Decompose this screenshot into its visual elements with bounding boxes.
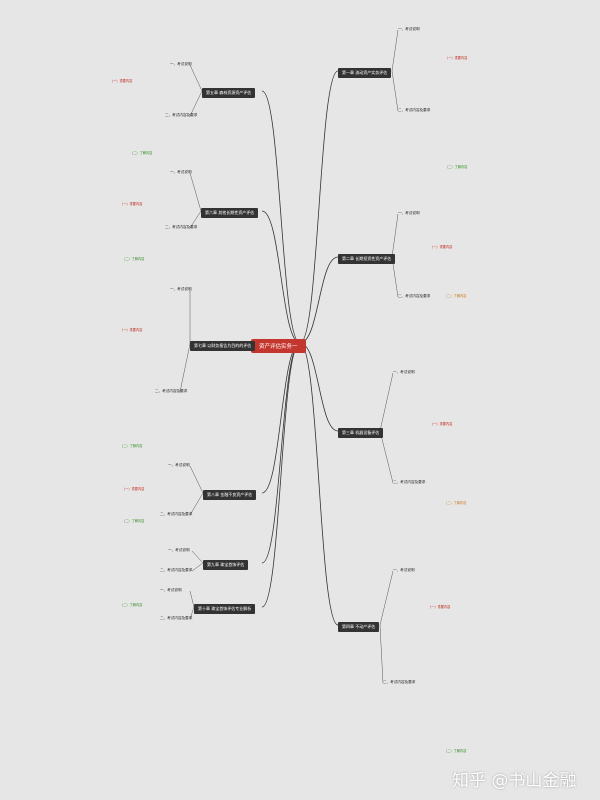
ch4-exam-explain: 一、考试说明 [393, 568, 415, 572]
ch6-exam-explain: 一、考试说明 [170, 170, 192, 174]
ch5-exam-explain: 一、考试说明 [170, 62, 192, 66]
branch-line [391, 213, 399, 258]
chapter-8-node[interactable]: 第八章 金融不良资产评估 [203, 490, 257, 500]
ch6-key-label: （一）重要内容 [120, 202, 143, 206]
ch3-content-req: 二、考试内容及要求 [393, 480, 426, 484]
ch4-content-req: 二、考试内容及要求 [383, 680, 416, 684]
root-node[interactable]: 资产评估实务一 [251, 339, 306, 353]
connector [261, 90, 301, 344]
ch7-exam-explain: 一、考试说明 [170, 287, 192, 291]
ch6-content-req: 二、考试内容及要求 [165, 225, 198, 229]
ch8-understand-label: （二）了解内容 [122, 519, 145, 523]
ch10-understand-label: （二）了解内容 [120, 603, 143, 607]
ch3-understand-label: （二）了解内容 [444, 501, 467, 505]
ch7-content-req: 二、考试内容及要求 [155, 389, 188, 393]
ch4-understand-label: （二）了解内容 [444, 749, 467, 753]
ch2-content-req: 二、考试内容及要求 [398, 294, 431, 298]
branch-line [391, 70, 399, 112]
ch7-understand-label: （二）了解内容 [120, 444, 143, 448]
chapter-9-node[interactable]: 第九章 珠宝首饰评估 [203, 560, 249, 570]
connector [261, 342, 301, 564]
branch-line [379, 624, 384, 684]
ch5-content-req: 二、考试内容及要求 [165, 113, 198, 117]
branch-line [379, 372, 394, 432]
branch-line [189, 492, 204, 516]
connector [261, 210, 301, 344]
ch2-exam-explain: 一、考试说明 [398, 211, 420, 215]
branch-line [189, 90, 203, 117]
ch1-content-req: 二、考试内容及要求 [398, 108, 431, 112]
branch-line [189, 606, 195, 620]
connector [299, 256, 339, 344]
ch1-understand-label: （二）了解内容 [445, 165, 468, 169]
ch5-key-label: （一）重要内容 [110, 79, 133, 83]
watermark: 知乎 @书山金融 [452, 771, 577, 791]
ch10-content-req: 二、考试内容及要求 [160, 616, 193, 620]
ch7-key-label: （一）重要内容 [120, 328, 143, 332]
branch-line [191, 550, 204, 564]
connector [299, 70, 339, 344]
chapter-1-node[interactable]: 第一章 流动资产实务评估 [338, 68, 392, 78]
ch4-key-label: （一）重要内容 [428, 605, 451, 609]
ch9-exam-explain: 一、考试说明 [168, 548, 190, 552]
branch-line [191, 562, 204, 572]
ch8-exam-explain: 一、考试说明 [168, 463, 190, 467]
ch10-exam-explain: 一、考试说明 [160, 588, 182, 592]
ch3-key-label: （一）重要内容 [430, 422, 453, 426]
branch-line [179, 343, 191, 393]
ch6-understand-label: （二）了解内容 [122, 257, 145, 261]
connector [299, 342, 339, 626]
chapter-7-node[interactable]: 第七章 以财务报告为目的的评估 [190, 341, 256, 351]
chapter-2-node[interactable]: 第二章 长期投资性资产评估 [338, 254, 396, 264]
ch3-exam-explain: 一、考试说明 [393, 370, 415, 374]
chapter-6-node[interactable]: 第六章 其他长期性资产评估 [201, 208, 259, 218]
branch-line [391, 29, 399, 72]
chapter-10-node[interactable]: 第十章 珠宝首饰评估专业解析 [194, 604, 256, 614]
ch9-content-req: 二、考试内容及要求 [160, 568, 193, 572]
branch-line [189, 172, 202, 212]
branch-line [189, 210, 202, 229]
branch-line [189, 465, 204, 494]
ch5-understand-label: （二）了解内容 [130, 151, 153, 155]
connector [261, 342, 301, 608]
branch-line [189, 590, 195, 608]
ch8-key-label: （一）重要内容 [122, 487, 145, 491]
branch-line [379, 570, 394, 626]
ch8-content-req: 二、考试内容及要求 [160, 512, 193, 516]
ch2-key-label: （一）重要内容 [430, 245, 453, 249]
chapter-5-node[interactable]: 第五章 森林资源资产评估 [202, 88, 256, 98]
ch1-exam-explain: 一、考试说明 [398, 27, 420, 31]
chapter-3-node[interactable]: 第三章 机器设备评估 [338, 428, 384, 438]
ch2-understand-label: （二）了解内容 [444, 294, 467, 298]
chapter-4-node[interactable]: 第四章 不动产评估 [338, 622, 380, 632]
connector [299, 342, 339, 432]
ch1-key-label: （一）重要内容 [445, 56, 468, 60]
branch-line [189, 64, 203, 92]
branch-line [379, 430, 394, 484]
